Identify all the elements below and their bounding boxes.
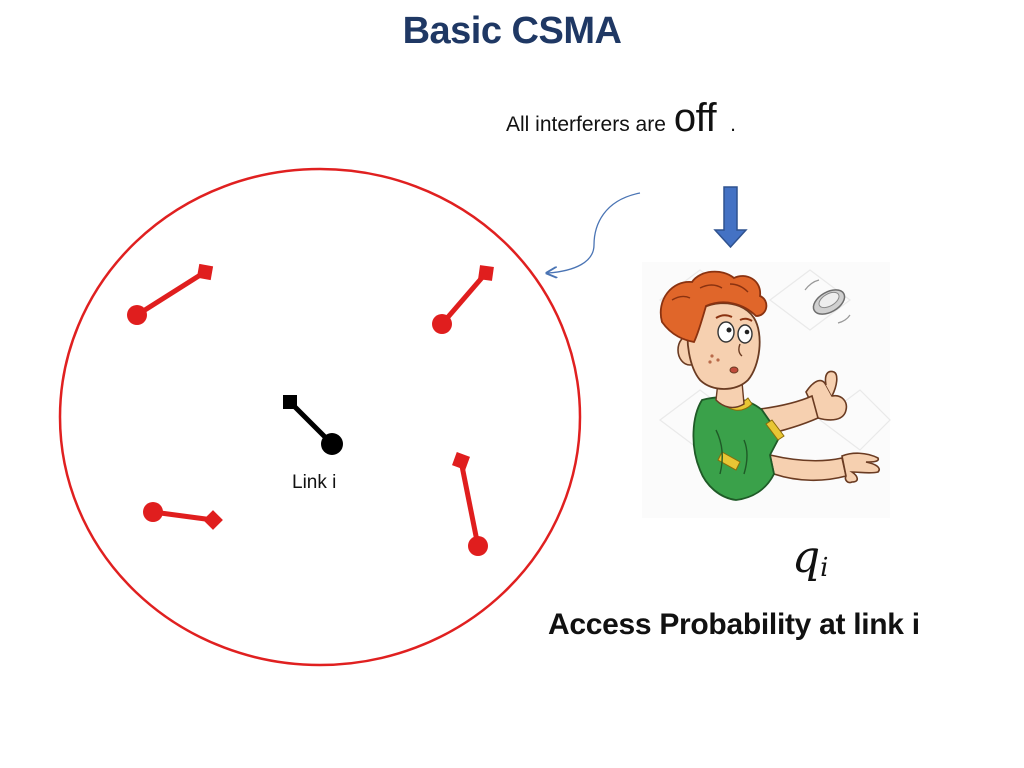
interference-range-circle <box>58 167 582 667</box>
spinning-coin-icon <box>804 279 851 324</box>
boy-flipping-coin-illustration <box>642 262 891 518</box>
subtitle-emphasis: off <box>673 96 717 140</box>
interferer-link-1 <box>127 263 214 325</box>
subtitle-suffix: . <box>730 113 736 136</box>
link-i <box>283 395 343 455</box>
symbol-subscript-i: i <box>820 553 829 583</box>
link-i-label: Link i <box>292 472 337 493</box>
slide-title: Basic CSMA <box>402 10 622 52</box>
subtitle: All interferers are off. <box>506 96 736 141</box>
interferer-link-3 <box>143 502 223 530</box>
symbol-q: q <box>792 532 821 583</box>
down-arrow-icon <box>713 186 748 249</box>
interferer-link-2 <box>432 265 494 334</box>
interferer-link-4 <box>452 452 488 556</box>
subtitle-prefix: All interferers are <box>506 113 666 136</box>
access-probability-caption: Access Probability at link i <box>548 608 920 641</box>
curved-pointer-arrow-icon <box>548 192 641 273</box>
access-probability-symbol: qi <box>792 532 829 583</box>
